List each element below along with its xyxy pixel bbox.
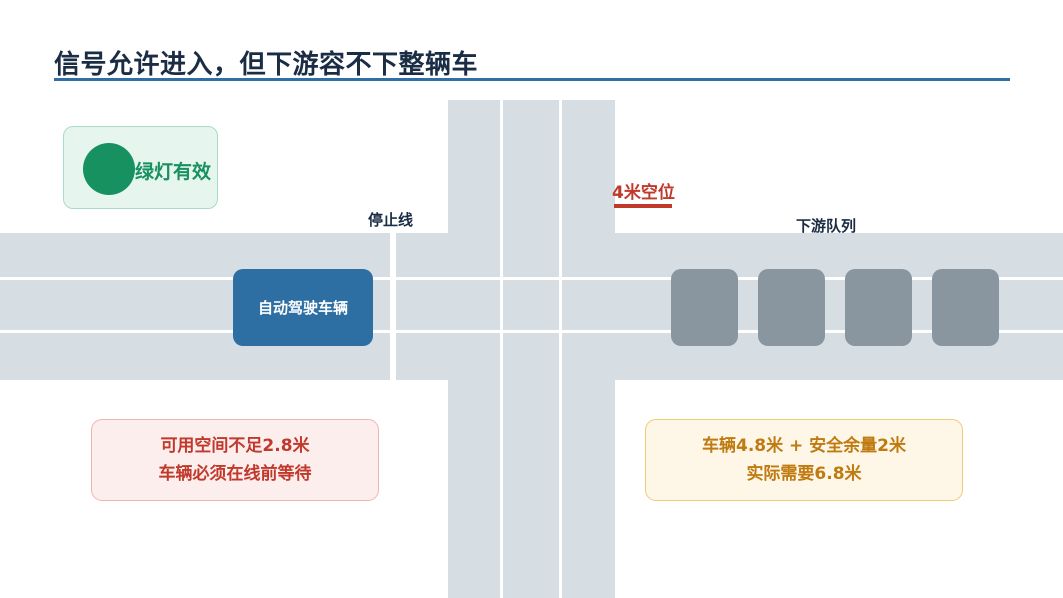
page-title: 信号允许进入，但下游容不下整辆车: [54, 50, 479, 80]
signal-label: 绿灯有效: [135, 161, 212, 183]
stop-line: [390, 233, 396, 380]
lane-line: [500, 100, 503, 598]
gap-indicator: [614, 204, 672, 208]
lane-line: [559, 100, 562, 598]
warning-box: 可用空间不足2.8米 车辆必须在线前等待: [91, 419, 379, 501]
calculation-line-1: 车辆4.8米 + 安全余量2米: [701, 436, 907, 456]
calculation-line-2: 实际需要6.8米: [746, 464, 862, 484]
queue-vehicle: [671, 269, 738, 346]
autonomous-vehicle: 自动驾驶车辆: [233, 269, 373, 346]
vertical-road: [448, 100, 615, 598]
queue-vehicle: [932, 269, 999, 346]
queue-vehicle: [758, 269, 825, 346]
green-light-icon: [83, 143, 135, 195]
calculation-box: 车辆4.8米 + 安全余量2米 实际需要6.8米: [645, 419, 963, 501]
queue-label: 下游队列: [796, 217, 857, 235]
warning-line-2: 车辆必须在线前等待: [158, 464, 312, 484]
gap-label: 4米空位: [612, 183, 675, 203]
stop-line-label: 停止线: [368, 211, 414, 229]
lane-line: [0, 277, 1063, 280]
warning-line-1: 可用空间不足2.8米: [160, 436, 310, 456]
title-underline: [54, 78, 1010, 81]
queue-vehicle: [845, 269, 912, 346]
lane-line: [0, 330, 1063, 333]
